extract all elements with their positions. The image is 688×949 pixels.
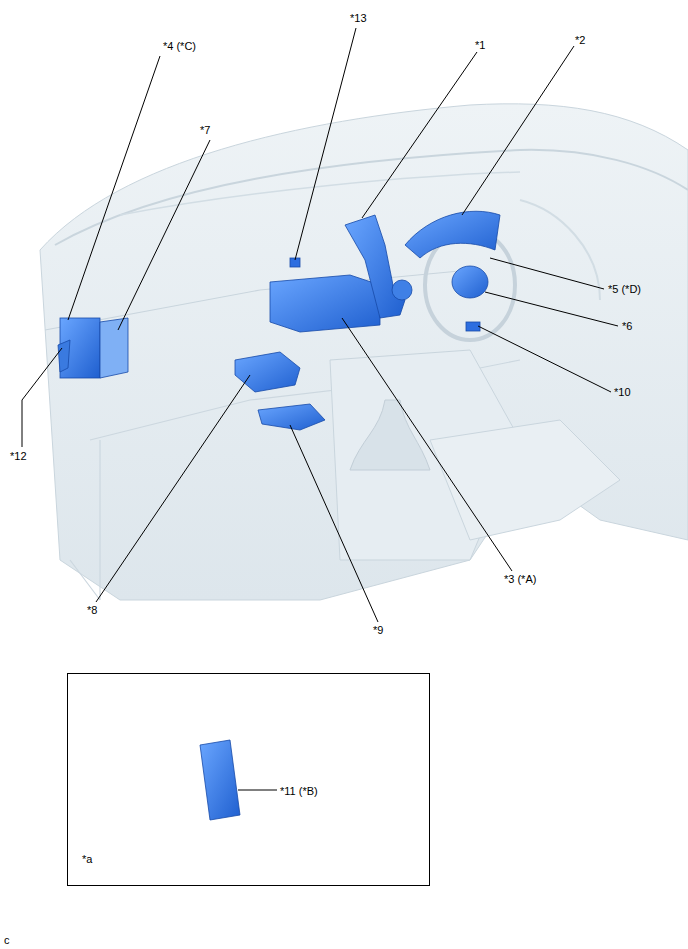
callout-number: *13 [350,12,367,25]
component-parts [58,211,500,820]
callout-number: *4 (*C) [163,40,196,53]
callout-number: c [4,934,10,947]
callout-number: *9 [373,624,383,637]
callout-number: *11 (*B) [280,785,318,798]
inset-label: *a [82,853,92,866]
callout-number: *5 (*D) [608,283,641,296]
callout-number: *1 [475,39,485,52]
inset-box: *11 (*B) *a [67,673,430,886]
callout-number: *12 [10,450,27,463]
callout-number: *7 [200,124,210,137]
callout-number: *8 [87,604,97,617]
callout-number: *2 [575,34,585,47]
callout-number: *6 [622,320,632,333]
leader-lines [22,28,618,790]
callout-number: *3 (*A) [504,573,536,586]
callout-number: *10 [614,386,631,399]
dashboard-outline [40,104,688,600]
